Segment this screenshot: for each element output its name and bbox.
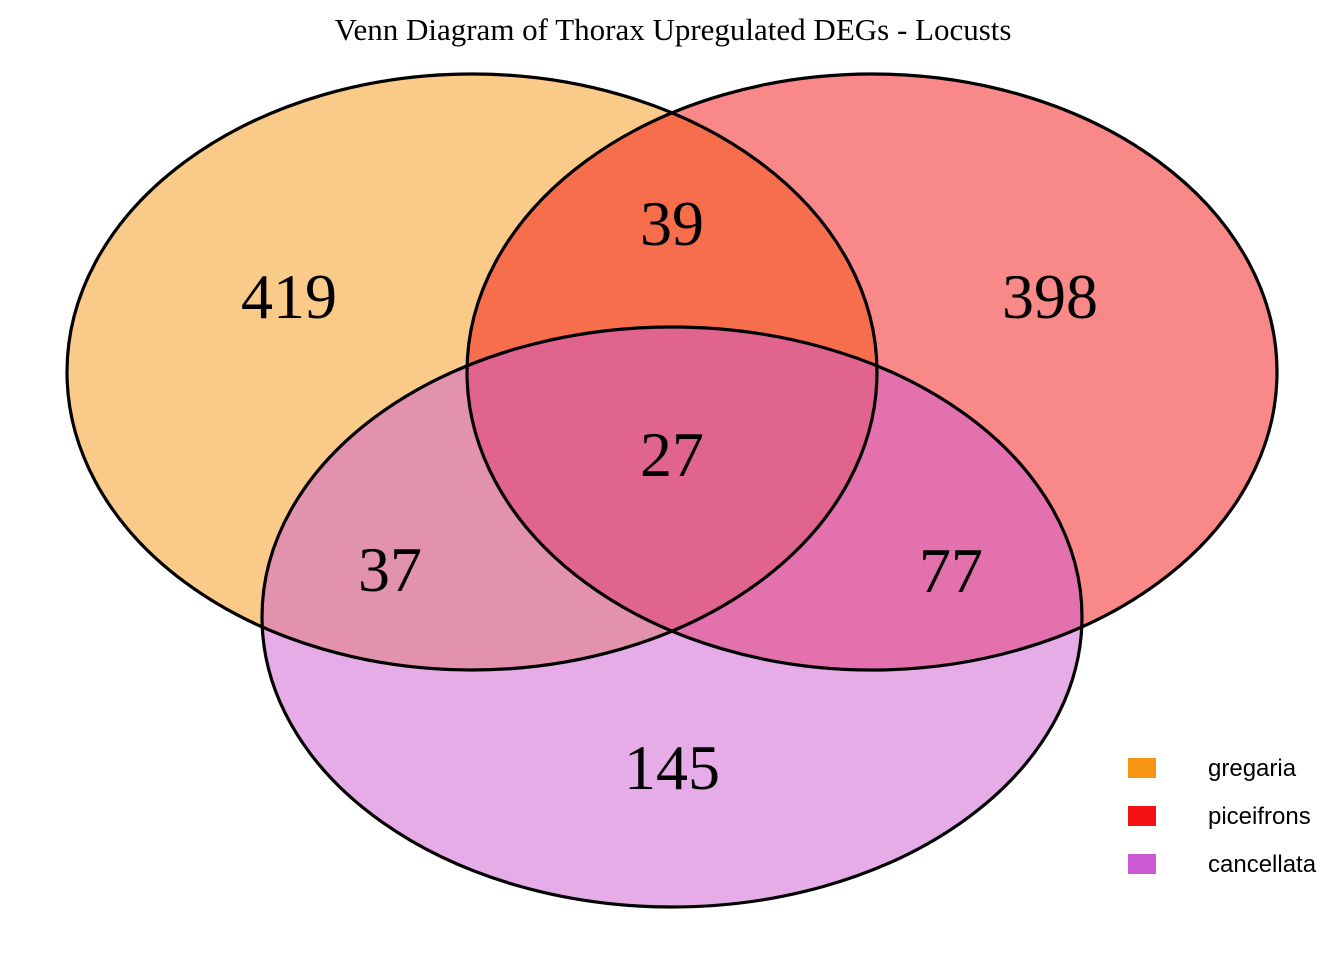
legend-swatch-piceifrons <box>1128 806 1156 826</box>
count-gregaria-piceifrons: 39 <box>640 188 704 259</box>
legend-label-gregaria: gregaria <box>1208 755 1297 782</box>
legend-label-cancellata: cancellata <box>1208 851 1317 878</box>
count-piceifrons-only: 398 <box>1002 261 1098 332</box>
piceifrons-ellipse-outline <box>465 72 1279 672</box>
legend-swatch-gregaria <box>1128 758 1156 778</box>
count-gregaria-cancellata: 37 <box>358 534 422 605</box>
legend-swatch-cancellata <box>1128 854 1156 874</box>
count-all-three: 27 <box>640 419 704 490</box>
count-cancellata-only: 145 <box>624 732 720 803</box>
cancellata-ellipse-fill <box>262 327 1082 907</box>
page-title: Venn Diagram of Thorax Upregulated DEGs … <box>335 12 1012 47</box>
count-gregaria-only: 419 <box>241 261 337 332</box>
count-piceifrons-cancellata: 77 <box>919 535 983 606</box>
cancellata-ellipse-outline <box>260 325 1084 909</box>
legend-label-piceifrons: piceifrons <box>1208 803 1311 830</box>
gregaria-ellipse-outline <box>65 72 879 672</box>
legend: gregaria piceifrons cancellata <box>1128 755 1317 878</box>
